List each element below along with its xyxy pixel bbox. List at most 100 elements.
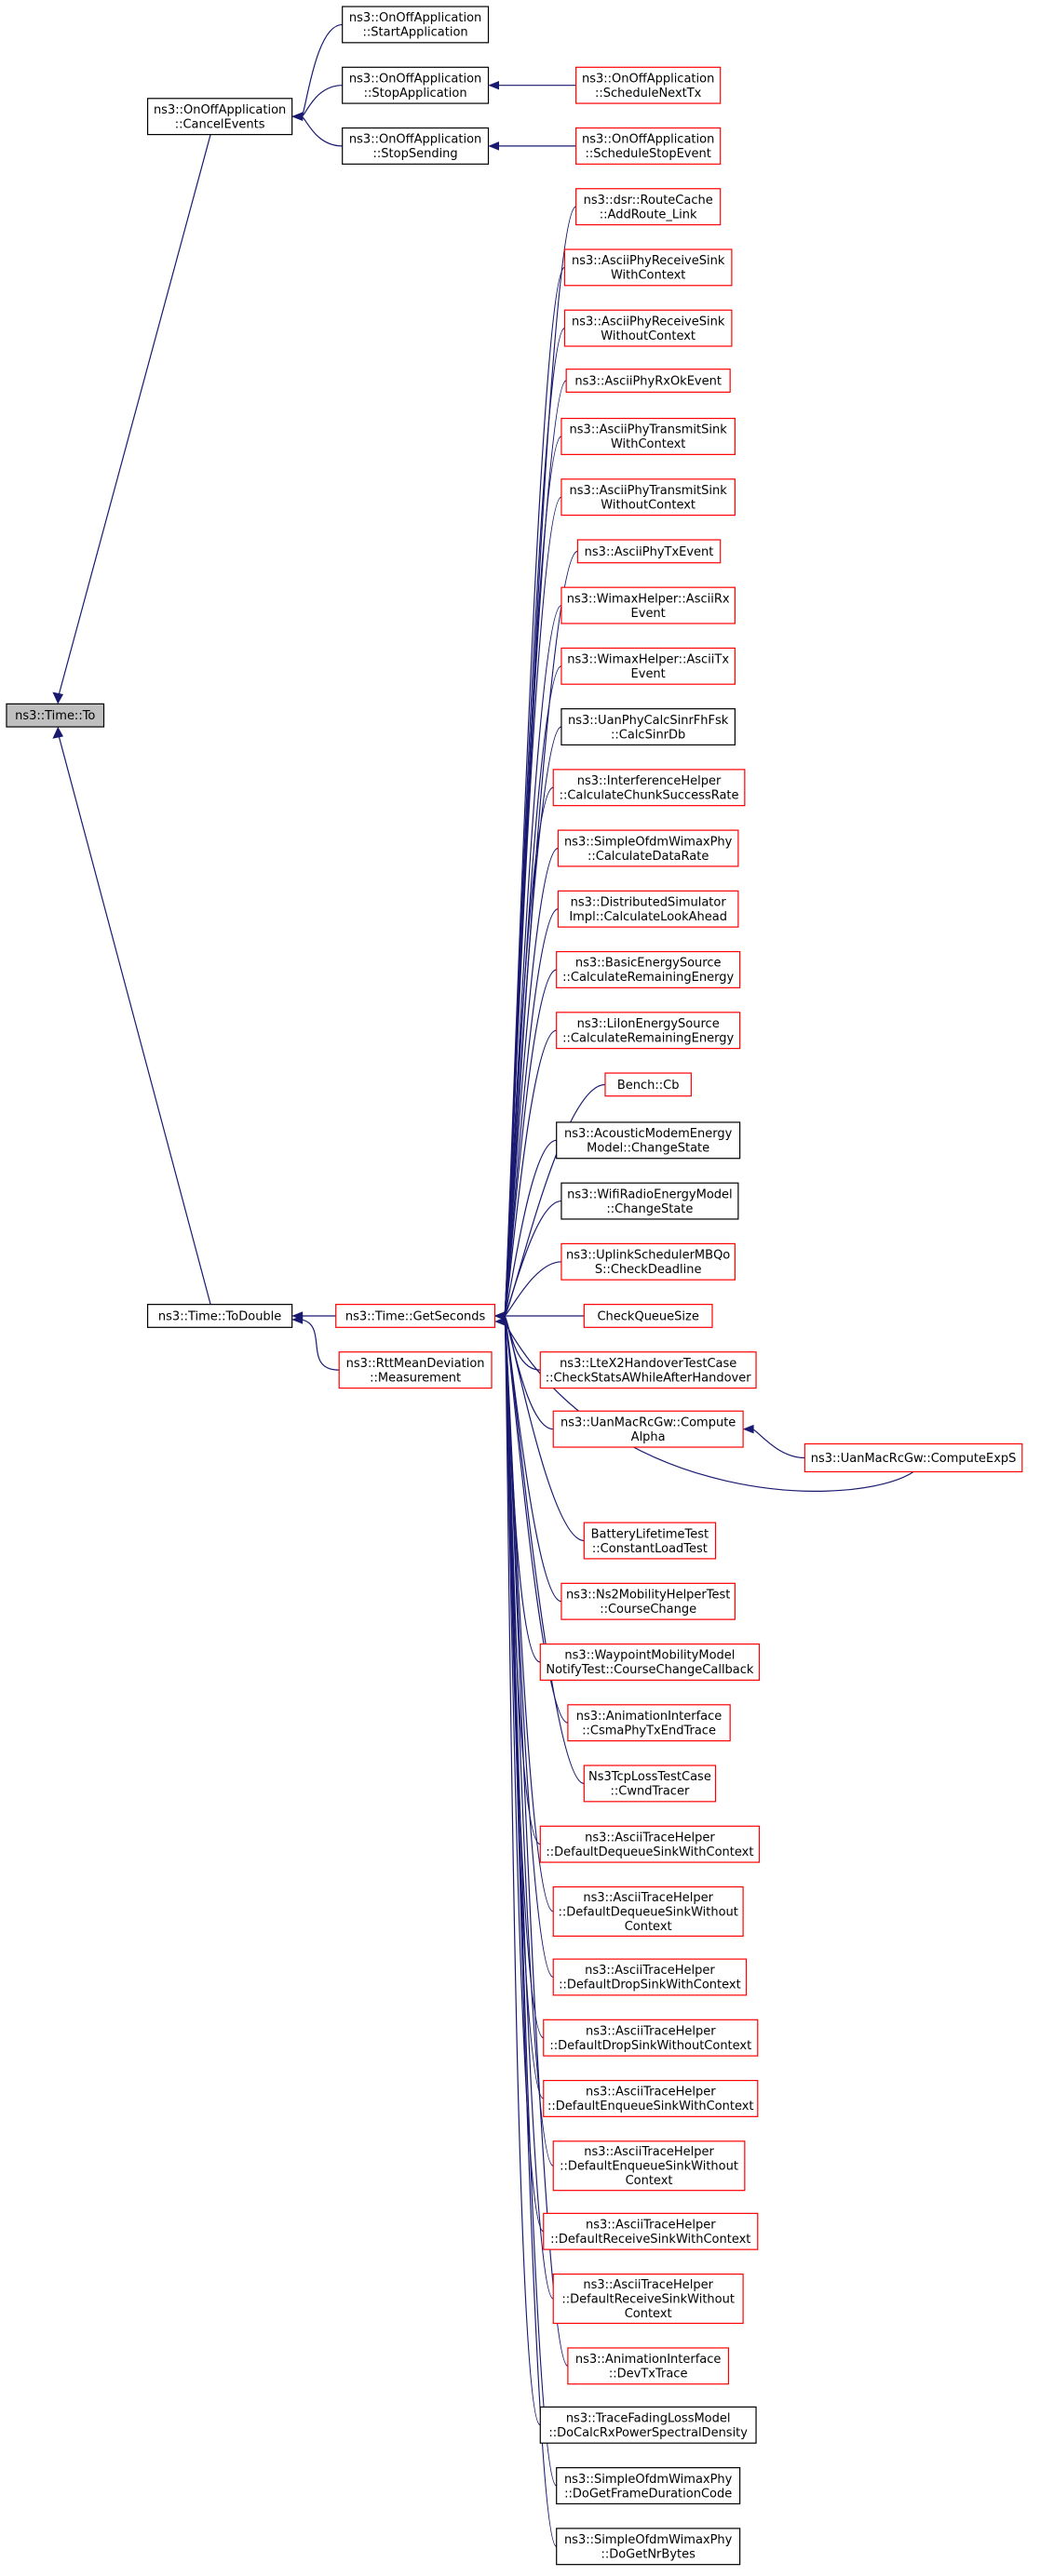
node-label-line: ns3::BasicEnergySource bbox=[575, 957, 722, 971]
node-drop-with[interactable]: ns3::AsciiTraceHelper::DefaultDropSinkWi… bbox=[552, 1958, 748, 1996]
node-label-line: ::CalcSinrDb bbox=[611, 728, 685, 742]
node-recv-without[interactable]: ns3::AsciiTraceHelper::DefaultReceiveSin… bbox=[552, 2273, 744, 2325]
node-label-line: Model::ChangeState bbox=[587, 1142, 709, 1156]
node-label-line: Ns3TcpLossTestCase bbox=[588, 1770, 711, 1784]
node-label-line: ns3::SimpleOfdmWimaxPhy bbox=[564, 2533, 733, 2547]
edge-rtt_measurement-to-to_double bbox=[301, 1319, 340, 1371]
node-box bbox=[804, 1442, 1023, 1473]
node-box bbox=[552, 1958, 748, 1996]
node-stop-app: ns3::OnOffApplication::StopApplication bbox=[342, 66, 490, 104]
node-compute-exps[interactable]: ns3::UanMacRcGw::ComputeExpS bbox=[804, 1442, 1023, 1473]
node-label-line: ns3::UanMacRcGw::Compute bbox=[561, 1415, 736, 1429]
node-battery-test[interactable]: BatteryLifetimeTest::ConstantLoadTest bbox=[583, 1522, 717, 1560]
node-ascii-tx-event[interactable]: ns3::AsciiPhyTxEvent bbox=[576, 539, 722, 564]
node-schedule-stop-event[interactable]: ns3::OnOffApplication::ScheduleStopEvent bbox=[575, 127, 722, 165]
node-label-line: ::DefaultDequeueSinkWithContext bbox=[546, 1845, 753, 1859]
node-label-line: Event bbox=[631, 667, 666, 681]
node-label-line: ns3::InterferenceHelper bbox=[577, 774, 722, 788]
node-box bbox=[567, 2347, 730, 2385]
node-box bbox=[552, 769, 746, 807]
edge-layer bbox=[52, 23, 914, 2547]
node-drop-without[interactable]: ns3::AsciiTraceHelper::DefaultDropSinkWi… bbox=[543, 2019, 759, 2057]
node-box bbox=[561, 478, 736, 517]
node-ascii-rx-ok[interactable]: ns3::AsciiPhyRxOkEvent bbox=[565, 369, 731, 393]
node-label-line: ::DefaultDropSinkWithContext bbox=[559, 1979, 741, 1992]
node-box bbox=[543, 2019, 759, 2057]
node-bench-cb[interactable]: Bench::Cb bbox=[604, 1072, 692, 1097]
node-label-line: ns3::dsr::RouteCache bbox=[584, 194, 713, 208]
node-csma-tx-end[interactable]: ns3::AnimationInterface::CsmaPhyTxEndTra… bbox=[567, 1704, 731, 1742]
node-to-double: ns3::Time::ToDouble bbox=[146, 1304, 293, 1328]
node-calc-lookahead[interactable]: ns3::DistributedSimulatorImpl::Calculate… bbox=[557, 890, 739, 928]
node-enq-with[interactable]: ns3::AsciiTraceHelper::DefaultEnqueueSin… bbox=[543, 2079, 759, 2117]
node-label-line: ns3::AsciiTraceHelper bbox=[586, 2024, 716, 2038]
node-label-line: ::StopApplication bbox=[364, 87, 467, 101]
node-label-line: ns3::SimpleOfdmWimaxPhy bbox=[564, 2473, 733, 2487]
node-box bbox=[342, 66, 490, 104]
node-label-line: ns3::AnimationInterface bbox=[576, 1710, 723, 1724]
node-label-line: ns3::OnOffApplication bbox=[154, 103, 286, 117]
node-box bbox=[561, 1582, 736, 1620]
node-label-line: ::ScheduleNextTx bbox=[595, 87, 702, 101]
node-label-line: ns3::AsciiTraceHelper bbox=[583, 2278, 713, 2292]
node-recv-with[interactable]: ns3::AsciiTraceHelper::DefaultReceiveSin… bbox=[543, 2212, 759, 2250]
node-label-line: ::DefaultEnqueueSinkWithContext bbox=[547, 2100, 754, 2113]
node-cwnd-tracer[interactable]: Ns3TcpLossTestCase::CwndTracer bbox=[583, 1764, 717, 1803]
node-waypoint-course[interactable]: ns3::WaypointMobilityModelNotifyTest::Co… bbox=[539, 1643, 761, 1681]
node-frame-duration: ns3::SimpleOfdmWimaxPhy::DoGetFrameDurat… bbox=[556, 2467, 741, 2505]
node-label-line: ::CheckStatsAWhileAfterHandover bbox=[546, 1371, 752, 1385]
node-label-line: ::DefaultEnqueueSinkWithout bbox=[560, 2160, 738, 2174]
node-label-line: ns3::WimaxHelper::AsciiRx bbox=[567, 592, 730, 606]
node-label-line: ns3::LteX2HandoverTestCase bbox=[560, 1357, 736, 1371]
node-calc-data-rate[interactable]: ns3::SimpleOfdmWimaxPhy::CalculateDataRa… bbox=[557, 829, 739, 867]
node-check-queue[interactable]: CheckQueueSize bbox=[583, 1304, 713, 1328]
node-box bbox=[6, 703, 105, 728]
node-rtt-measurement[interactable]: ns3::RttMeanDeviation::Measurement bbox=[338, 1351, 493, 1389]
node-ltex2[interactable]: ns3::LteX2HandoverTestCase::CheckStatsAW… bbox=[539, 1351, 757, 1389]
node-box bbox=[561, 1182, 739, 1220]
node-basic-energy[interactable]: ns3::BasicEnergySource::CalculateRemaini… bbox=[556, 950, 741, 988]
node-label-line: ns3::AsciiTraceHelper bbox=[585, 1831, 715, 1845]
node-box bbox=[552, 1410, 744, 1448]
node-label-line: ::DoGetNrBytes bbox=[601, 2548, 696, 2562]
node-liion-energy[interactable]: ns3::LiIonEnergySource::CalculateRemaini… bbox=[556, 1012, 741, 1050]
node-box bbox=[342, 127, 490, 165]
node-label-line: CheckQueueSize bbox=[597, 1309, 698, 1323]
node-box bbox=[543, 2212, 759, 2250]
node-box bbox=[146, 98, 293, 136]
node-label-line: ns3::AsciiPhyRxOkEvent bbox=[574, 375, 722, 389]
node-label-line: ::CalculateChunkSuccessRate bbox=[560, 789, 739, 803]
node-box bbox=[338, 1351, 493, 1389]
edge-cancel-events-to-to bbox=[58, 134, 211, 695]
node-label-line: ns3::WifiRadioEnergyModel bbox=[567, 1187, 733, 1201]
node-label-line: ns3::AsciiTraceHelper bbox=[583, 1891, 713, 1905]
edge-acoustic_change-to-get_seconds bbox=[503, 1139, 557, 1317]
node-deq-without[interactable]: ns3::AsciiTraceHelper::DefaultDequeueSin… bbox=[552, 1885, 744, 1938]
node-box bbox=[561, 1242, 736, 1281]
node-label-line: ::CancelEvents bbox=[175, 117, 265, 131]
node-deq-with[interactable]: ns3::AsciiTraceHelper::DefaultDequeueSin… bbox=[539, 1825, 761, 1863]
node-label-line: ns3::OnOffApplication bbox=[349, 72, 481, 86]
node-label-line: WithoutContext bbox=[601, 329, 696, 343]
node-label-line: NotifyTest::CourseChangeCallback bbox=[546, 1663, 754, 1677]
node-label-line: ns3::OnOffApplication bbox=[349, 133, 481, 147]
node-schedule-next-tx[interactable]: ns3::OnOffApplication::ScheduleNextTx bbox=[575, 66, 722, 104]
node-add-route-link[interactable]: ns3::dsr::RouteCache::AddRoute_Link bbox=[575, 188, 722, 226]
node-chunk-success[interactable]: ns3::InterferenceHelper::CalculateChunkS… bbox=[552, 769, 746, 807]
edge-to-double-to-to bbox=[58, 735, 211, 1305]
node-get-seconds[interactable]: ns3::Time::GetSeconds bbox=[335, 1304, 496, 1328]
node-label-line: ns3::DistributedSimulator bbox=[571, 895, 727, 909]
node-ns2-course[interactable]: ns3::Ns2MobilityHelperTest::CourseChange bbox=[561, 1582, 736, 1620]
node-enq-without[interactable]: ns3::AsciiTraceHelper::DefaultEnqueueSin… bbox=[552, 2140, 746, 2192]
node-box bbox=[561, 708, 736, 746]
node-dev-tx-trace[interactable]: ns3::AnimationInterface::DevTxTrace bbox=[567, 2347, 730, 2385]
